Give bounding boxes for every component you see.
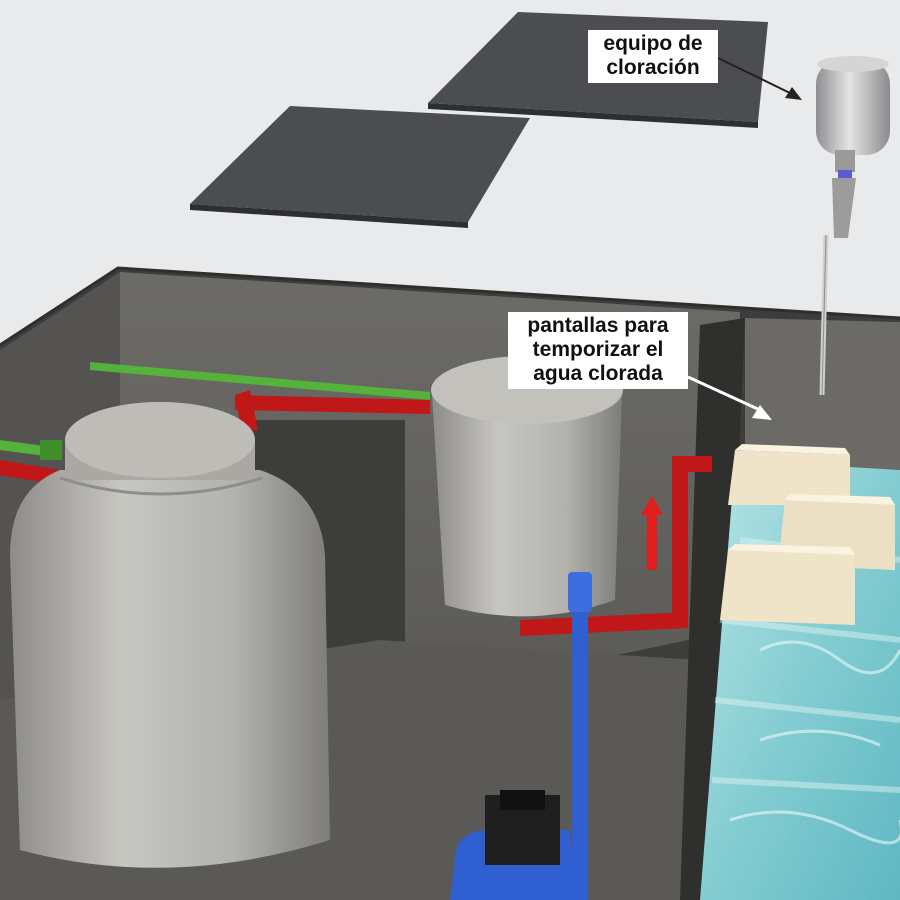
pump-assembly	[450, 572, 592, 900]
red-pipe	[0, 390, 712, 636]
pointer-arrow-chlorination	[717, 57, 802, 100]
label-chlorination-equipment: equipo de cloración	[588, 30, 718, 83]
flow-arrow	[641, 496, 663, 570]
label-timing-screens: pantallas para temporizar el agua clorad…	[508, 312, 688, 389]
timing-screens	[720, 444, 895, 625]
water-tank-small	[431, 356, 623, 617]
chlorinator-device	[816, 56, 890, 396]
pit-rim	[0, 266, 900, 347]
water-caustics	[729, 640, 900, 845]
label-line: agua clorada	[533, 362, 663, 385]
pointer-arrow-screens	[687, 375, 772, 420]
label-line: cloración	[606, 56, 700, 79]
label-line: temporizar el	[532, 338, 664, 361]
label-line: pantallas para	[527, 314, 669, 337]
access-lid-left	[190, 106, 530, 228]
water-ripples	[711, 537, 900, 793]
water-tank-large	[10, 402, 330, 868]
label-line: equipo de	[603, 32, 703, 55]
green-pipe	[0, 362, 430, 460]
